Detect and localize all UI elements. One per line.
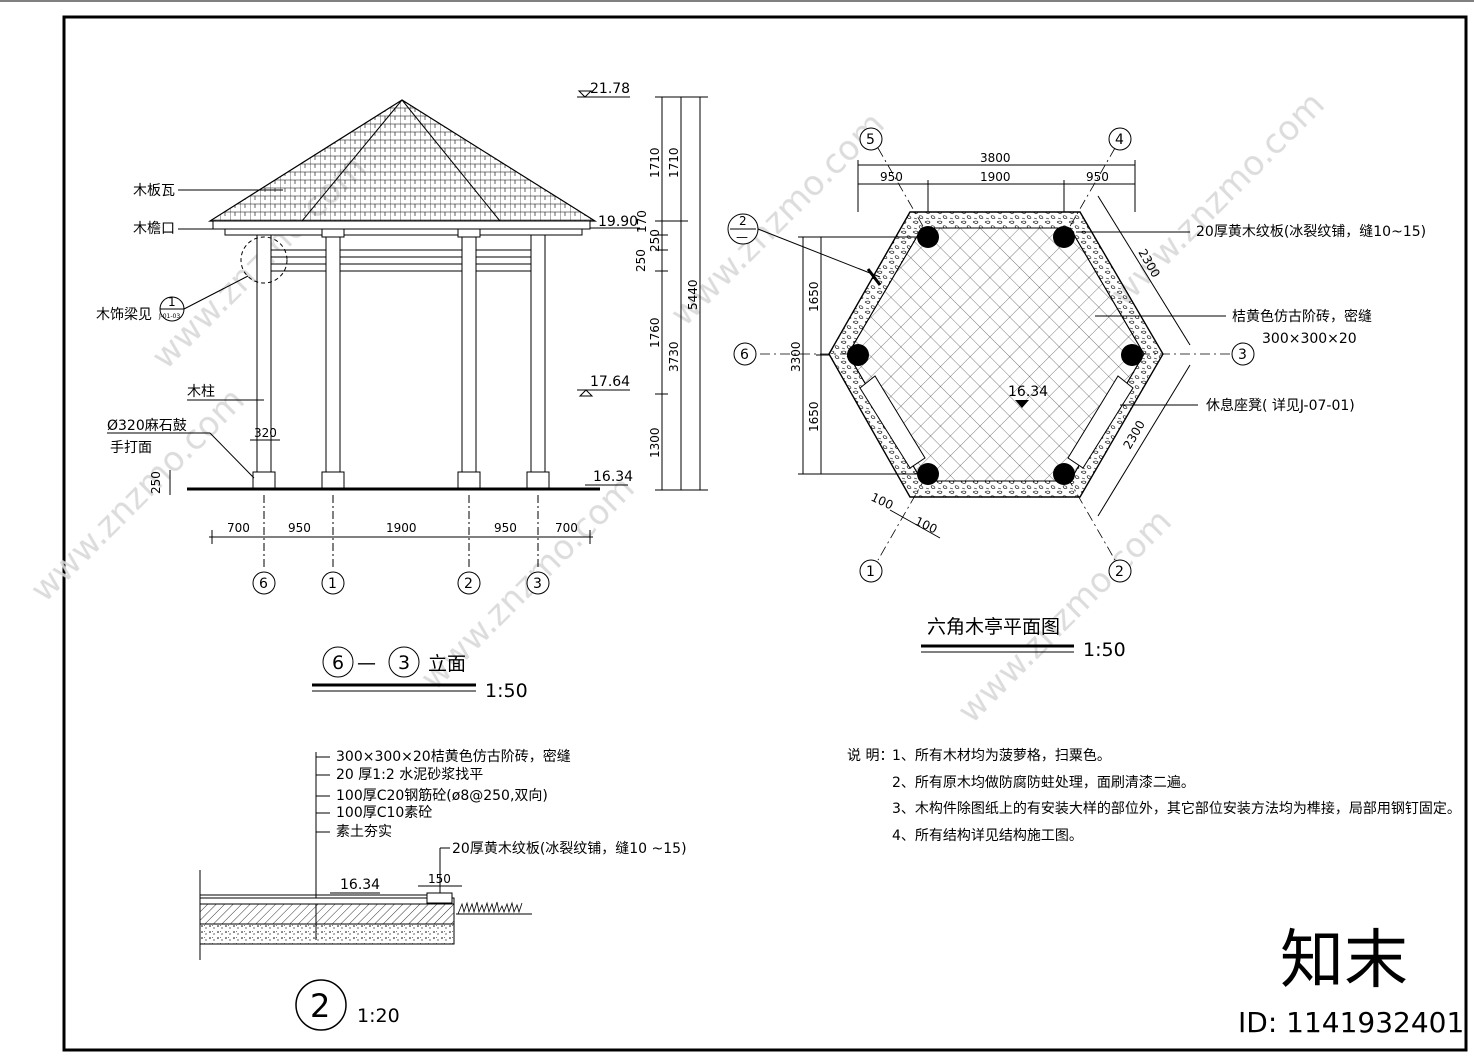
plan-level: 16.34 — [1008, 384, 1048, 400]
dim-1710-b: 1710 — [667, 147, 681, 178]
note-item-2: 2、所有原木均做防腐防蛀处理，面刷清漆二遍。 — [892, 774, 1195, 791]
plan-axis-5: 5 — [866, 132, 875, 148]
dim-950-left: 950 — [288, 521, 311, 535]
dim-drum-width: 320 — [254, 426, 277, 440]
label-roof-tile: 木板瓦 — [133, 183, 175, 199]
elevation-drawing: 木板瓦 木檐口 木饰梁见 1 J-01-03 木柱 Ø320麻石鼓 手打面 32… — [96, 81, 708, 702]
stone-drums — [252, 471, 550, 490]
benches — [859, 375, 1134, 469]
plan-dim-1900: 1900 — [980, 170, 1011, 184]
watermark-layer: www.znzmo.com www.znzmo.com www.znzmo.co… — [23, 84, 1333, 731]
level-ground: 16.34 — [593, 469, 633, 485]
plan-note-bench: 休息座凳( 详见J-07-01) — [1206, 397, 1355, 414]
beam-band — [262, 249, 538, 258]
elevation-title: 立面 — [428, 653, 466, 675]
axis-1: 1 — [328, 576, 337, 592]
note-item-1: 1、所有木材均为菠萝格，扫粟色。 — [892, 747, 1111, 764]
dim-700-left: 700 — [227, 521, 250, 535]
note-item-4: 4、所有结构详见结构施工图。 — [892, 828, 1083, 844]
notes-label: 说 明： — [847, 748, 893, 764]
plan-dim-1650-lower: 1650 — [807, 401, 821, 432]
dim-1300: 1300 — [648, 427, 662, 458]
plan-note-tile: 桔黄色仿古阶砖，密缝 — [1232, 308, 1372, 325]
section-detail: 300×300×20桔黄色仿古阶砖，密缝 20 厚1:2 水泥砂浆找平 100厚… — [199, 748, 687, 1031]
outer-frame — [62, 15, 1468, 1052]
plan-dim-950-right: 950 — [1086, 170, 1109, 184]
elevation-axis-bubbles — [252, 571, 550, 595]
elevation-title-dash: — — [357, 652, 376, 674]
dim-3730: 3730 — [667, 341, 681, 372]
dim-170: 170 — [635, 210, 649, 233]
plan-dim-100-a: 100 — [869, 490, 896, 512]
plan-scale: 1:50 — [1083, 639, 1126, 661]
dim-5440: 5440 — [686, 279, 700, 310]
plan-note-tile-size: 300×300×20 — [1262, 331, 1357, 347]
plan-axis-bubbles — [733, 127, 1255, 583]
section-layer-2: 20 厚1:2 水泥砂浆找平 — [336, 767, 483, 783]
beam-ref-number: 1 — [168, 295, 176, 309]
dim-1760: 1760 — [648, 317, 662, 348]
level-eave: 19.90 — [598, 214, 638, 230]
watermark-text: www.znzmo.com — [23, 380, 253, 610]
label-drum: Ø320麻石鼓 — [107, 418, 187, 434]
bottom-dimension-lines — [209, 495, 593, 570]
elevation-scale: 1:50 — [485, 680, 528, 702]
plan-title: 六角木亭平面图 — [927, 616, 1060, 638]
section-scale: 1:20 — [357, 1005, 400, 1027]
right-dimension-lines — [655, 96, 708, 491]
section-layer-4: 100厚C10素砼 — [336, 805, 432, 821]
label-eave: 木檐口 — [133, 221, 175, 237]
brand-logo: 知末 — [1280, 924, 1408, 998]
plan-section-sheet: — — [736, 230, 748, 244]
level-top: 21.78 — [590, 81, 630, 97]
dim-700-right: 700 — [555, 521, 578, 535]
beam-ref-sheet: J-01-03 — [158, 313, 180, 320]
columns — [256, 228, 546, 473]
axis-3: 3 — [533, 576, 542, 592]
id-watermark: ID: 1141932401 — [1238, 1006, 1464, 1039]
dim-1900: 1900 — [386, 521, 417, 535]
plan-note-wood-board: 20厚黄木纹板(冰裂纹铺，缝10~15) — [1196, 223, 1426, 240]
section-layer-3: 100厚C20钢筋砼(ø8@250,双向) — [336, 787, 548, 804]
axis-2: 2 — [464, 576, 473, 592]
plan-axis-6: 6 — [740, 347, 749, 363]
note-item-3: 3、木构件除图纸上的有安装大样的部位外，其它部位安装方法均为榫接，局部用钢钉固定… — [892, 800, 1461, 817]
plan-dim-3800: 3800 — [980, 151, 1011, 165]
dim-250-b: 250 — [634, 249, 648, 272]
eave-board — [212, 220, 591, 230]
elevation-title-right-axis: 3 — [398, 652, 410, 674]
elevation-title-left-axis: 6 — [332, 652, 344, 674]
section-layer-5: 素土夯实 — [336, 824, 392, 840]
dim-950-right: 950 — [494, 521, 517, 535]
section-dim-150: 150 — [428, 872, 451, 886]
plan-dim-2300-lower: 2300 — [1120, 418, 1147, 451]
section-layer-1: 300×300×20桔黄色仿古阶砖，密缝 — [336, 748, 571, 765]
dim-1710-a: 1710 — [648, 147, 662, 178]
plan-axis-1: 1 — [866, 564, 875, 580]
plan-dim-3300: 3300 — [789, 341, 803, 372]
plan-axis-2: 2 — [1115, 564, 1124, 580]
plan-section-number: 2 — [739, 214, 747, 228]
plan-dim-950-left: 950 — [880, 170, 903, 184]
plan-dim-1650-upper: 1650 — [807, 281, 821, 312]
plan-axis-4: 4 — [1115, 132, 1124, 148]
section-level: 16.34 — [340, 877, 380, 893]
watermark-text: www.znzmo.com — [1103, 84, 1333, 314]
section-wood-note: 20厚黄木纹板(冰裂纹铺，缝10 ~15) — [452, 840, 687, 857]
general-notes: 说 明： 1、所有木材均为菠萝格，扫粟色。 2、所有原木均做防腐防蛀处理，面刷清… — [847, 747, 1461, 844]
plan-axis-3: 3 — [1238, 347, 1247, 363]
label-beam: 木饰梁见 — [96, 307, 152, 323]
dim-250-a: 250 — [648, 229, 662, 252]
section-number: 2 — [310, 987, 330, 1025]
level-mid: 17.64 — [590, 374, 630, 390]
axis-6: 6 — [259, 576, 268, 592]
label-drum-finish: 手打面 — [110, 439, 152, 456]
roof-shape — [207, 99, 598, 222]
dim-base: 250 — [149, 471, 163, 494]
label-column: 木柱 — [187, 384, 215, 400]
